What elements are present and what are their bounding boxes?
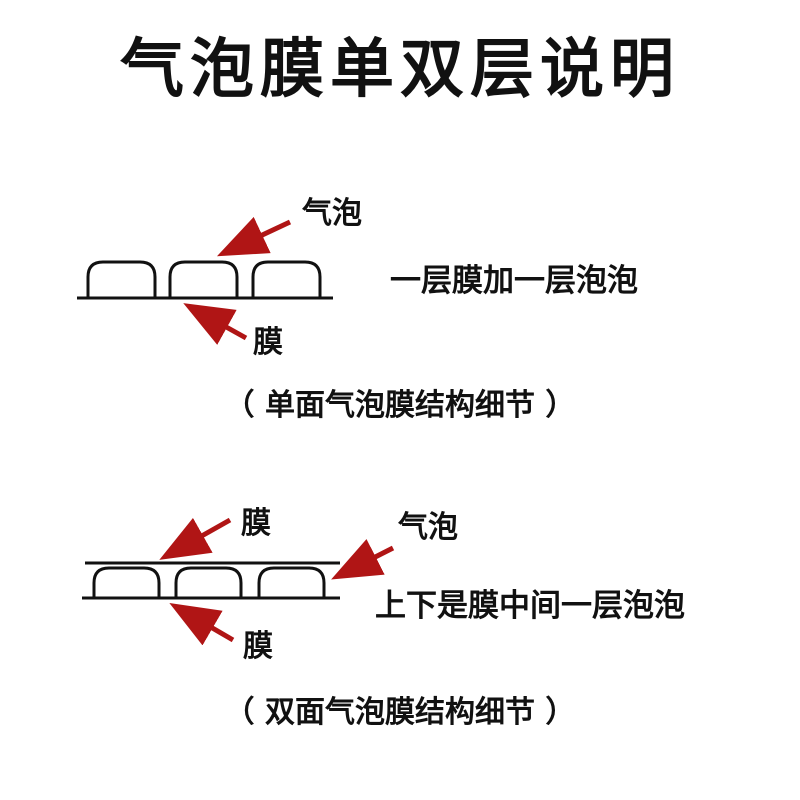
single-bubble-2 <box>168 260 239 298</box>
double-bubble-label: 气泡 <box>398 510 458 545</box>
double-top-film-arrow <box>159 517 232 560</box>
single-film-arrow <box>183 303 248 345</box>
double-bubble-2 <box>174 566 243 598</box>
double-description: 上下是膜中间一层泡泡 <box>375 588 685 624</box>
double-layer-structure <box>82 561 340 600</box>
double-bubble-arrow <box>331 539 395 580</box>
single-description: 一层膜加一层泡泡 <box>390 263 638 299</box>
double-caption: （ 双面气泡膜结构细节 ） <box>224 695 576 730</box>
double-top-film-label: 膜 <box>241 506 271 541</box>
single-bubble-3 <box>251 260 322 298</box>
single-film-label: 膜 <box>253 325 283 360</box>
single-layer-structure <box>77 260 333 300</box>
page-title: 气泡膜单双层说明 <box>120 33 680 107</box>
double-bottom-film-arrow <box>169 602 235 646</box>
double-bottom-film-label: 膜 <box>243 629 273 664</box>
single-bubble-1 <box>86 260 157 298</box>
double-bubble-3 <box>257 566 326 598</box>
single-bubble-label: 气泡 <box>302 196 362 231</box>
single-caption: （ 单面气泡膜结构细节 ） <box>224 388 576 423</box>
double-bubble-1 <box>92 566 161 598</box>
single-bubble-arrow <box>216 216 292 257</box>
